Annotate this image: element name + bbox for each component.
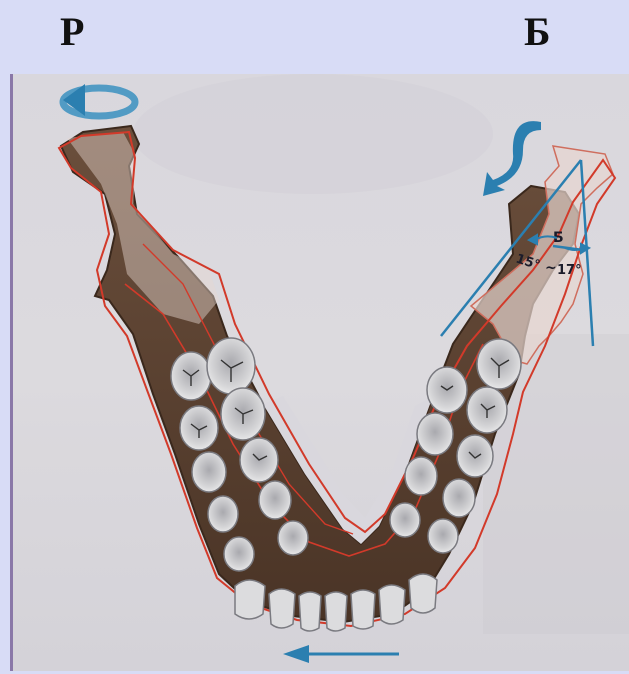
rotation-arrow-left xyxy=(63,84,135,116)
mandible-illustration: Б 15° ~ 17° xyxy=(10,74,629,671)
angle-separator: ~ xyxy=(545,260,557,276)
angle-label-right: 17° xyxy=(557,263,582,278)
right-side-label: Б xyxy=(524,8,550,55)
left-side-label: Р xyxy=(60,8,84,55)
bottom-shift-arrow xyxy=(283,645,399,663)
